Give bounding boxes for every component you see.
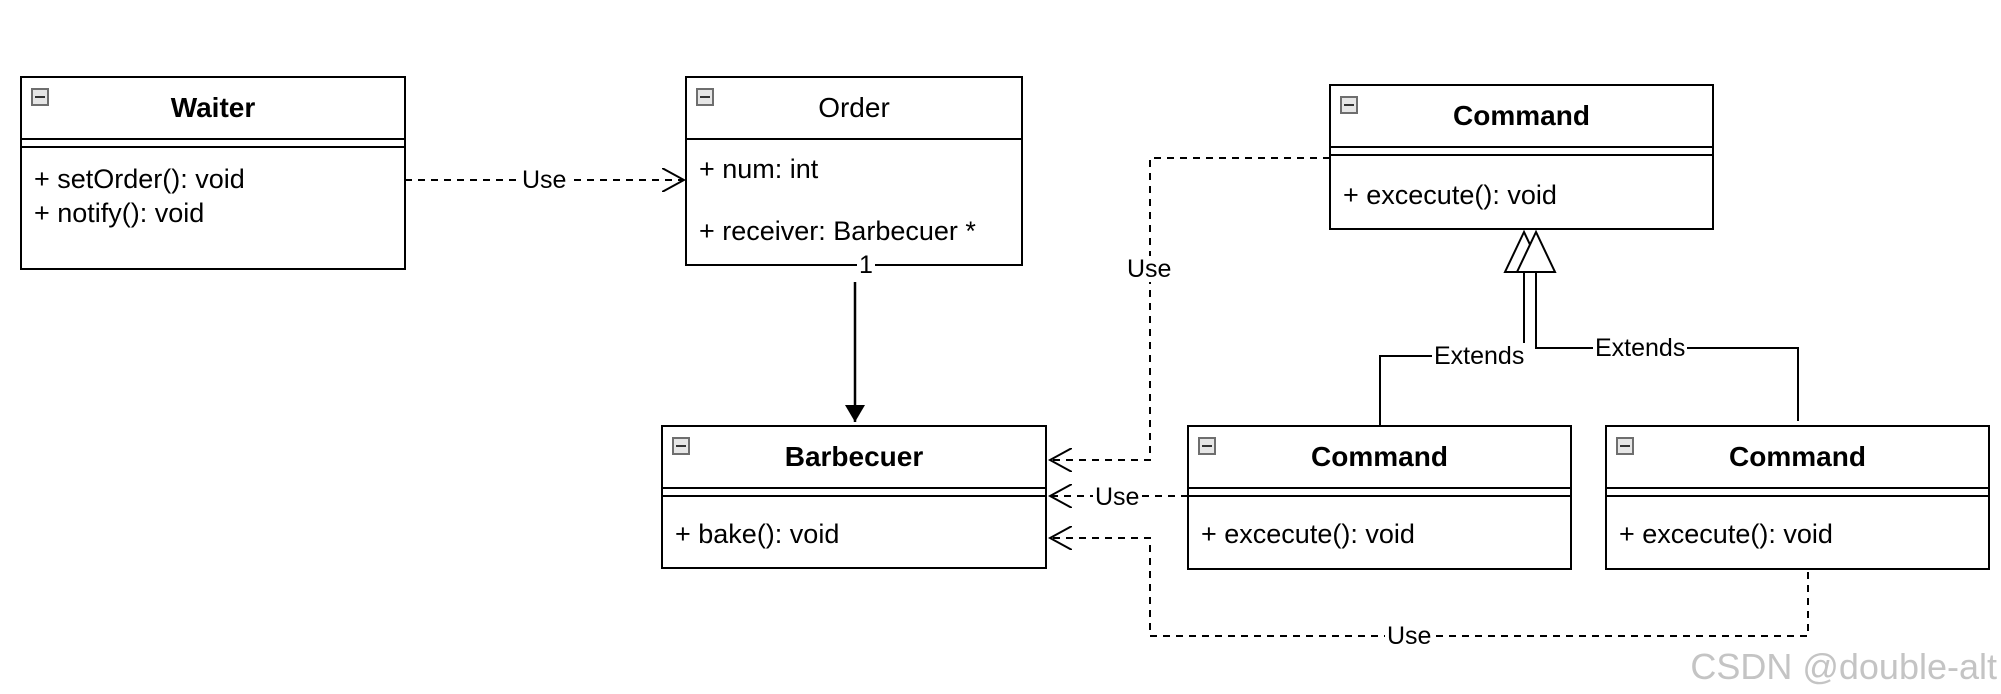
attribute-receiver: + receiver: Barbecuer * [699,216,976,246]
class-waiter-header: Waiter [22,78,404,140]
class-command-right-methods: + excecute(): void [1607,497,1988,559]
class-order-header: Order [687,78,1021,140]
method-excecute: + excecute(): void [1201,519,1415,549]
collapse-icon[interactable] [1198,437,1216,455]
class-command-left-separator [1189,489,1570,497]
class-barbecuer-separator [663,489,1045,497]
class-command-left[interactable]: Command + excecute(): void [1187,425,1572,570]
class-command-right-name: Command [1729,441,1866,472]
collapse-icon[interactable] [31,88,49,106]
class-order[interactable]: Order + num: int + receiver: Barbecuer * [685,76,1023,266]
class-command-right[interactable]: Command + excecute(): void [1605,425,1990,570]
class-command-left-header: Command [1189,427,1570,489]
class-command-right-header: Command [1607,427,1988,489]
label-extends-left: Extends [1432,342,1527,370]
class-command-right-separator [1607,489,1988,497]
class-waiter-methods: + setOrder(): void + notify(): void [22,148,404,238]
class-barbecuer-header: Barbecuer [663,427,1045,489]
class-barbecuer-name: Barbecuer [784,441,924,472]
class-command-separator [1331,148,1712,156]
collapse-icon[interactable] [696,88,714,106]
label-command-barbecuer-use: Use [1125,255,1174,283]
class-command-methods: + excecute(): void [1331,156,1712,220]
label-waiter-order-use: Use [520,166,569,194]
label-command-right-barbecuer-use: Use [1385,622,1434,650]
class-command-header: Command [1331,86,1712,148]
method-notify: + notify(): void [34,198,205,228]
method-bake: + bake(): void [675,519,840,549]
method-excecute: + excecute(): void [1343,180,1557,210]
collapse-icon[interactable] [1616,437,1634,455]
edge-command-barbecuer [1050,157,1330,460]
class-waiter-name: Waiter [170,92,256,123]
class-barbecuer-methods: + bake(): void [663,497,1045,559]
attribute-num: + num: int [699,154,819,184]
label-command-left-barbecuer-use: Use [1093,483,1142,511]
label-order-barbecuer-multiplicity: 1 [857,251,875,279]
watermark: CSDN @double-alt [1690,646,1997,687]
generalization-arrowhead-right [1515,229,1557,273]
class-command-left-name: Command [1311,441,1448,472]
class-order-attributes: + num: int + receiver: Barbecuer * [687,140,1021,256]
class-command-name: Command [1453,100,1590,131]
collapse-icon[interactable] [1340,96,1358,114]
class-waiter-separator [22,140,404,148]
class-waiter[interactable]: Waiter + setOrder(): void + notify(): vo… [20,76,406,270]
label-extends-right: Extends [1593,334,1688,362]
class-command[interactable]: Command + excecute(): void [1329,84,1714,230]
class-order-name: Order [818,92,890,123]
method-set-order: + setOrder(): void [34,164,245,194]
collapse-icon[interactable] [672,437,690,455]
method-excecute: + excecute(): void [1619,519,1833,549]
class-command-left-methods: + excecute(): void [1189,497,1570,559]
edge-command-right-barbecuer [1050,538,1809,637]
class-barbecuer[interactable]: Barbecuer + bake(): void [661,425,1047,569]
